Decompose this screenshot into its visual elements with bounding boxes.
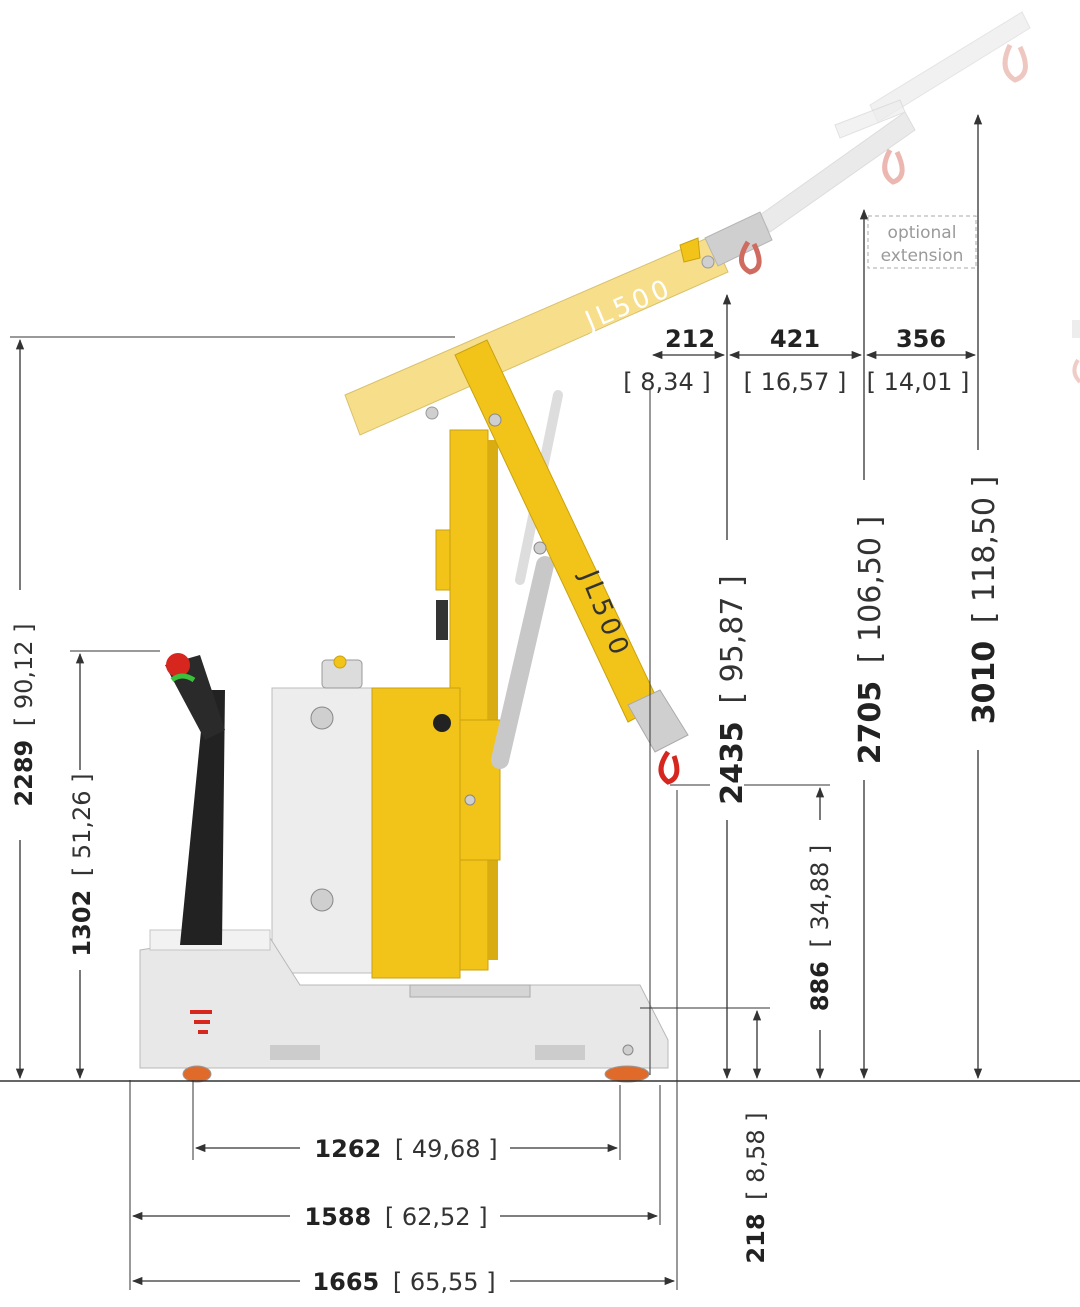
hook-height-low-mm: 886	[806, 961, 834, 1011]
label-wheelbase: 1262 [ 49,68 ]	[314, 1135, 497, 1163]
ext2-height-in: [ 118,50 ]	[967, 476, 1002, 623]
boom-raised: JL500	[344, 211, 773, 436]
label-base-height: 218 [ 8,58 ]	[742, 1112, 770, 1263]
label-hook-height-high: 2435 [ 95,87 ]	[715, 575, 750, 804]
overall-height-mm: 2289	[10, 740, 38, 807]
extension-note-line1: optional	[888, 223, 957, 243]
label-reach-421: 421 [ 16,57 ]	[744, 325, 847, 396]
svg-text:218 [ 8,58 ]: 218 [ 8,58 ]	[742, 1112, 770, 1263]
label-hook-height-low: 886 [ 34,88 ]	[806, 845, 834, 1011]
base-height-mm: 218	[742, 1213, 770, 1263]
label-overall-height: 2289 [ 90,12 ]	[10, 623, 38, 806]
svg-text:2289 [ 90,12 ]: 2289 [ 90,12 ]	[10, 623, 38, 806]
reach-356-mm: 356	[896, 325, 946, 353]
ext1-height-mm: 2705	[853, 681, 888, 765]
label-ext2-height: 3010 [ 118,50 ]	[967, 476, 1002, 725]
svg-text:3010 [ 118,50 ]: 3010 [ 118,50 ]	[967, 476, 1002, 725]
reach-421-in: [ 16,57 ]	[744, 368, 847, 396]
ext1-height-in: [ 106,50 ]	[853, 516, 888, 663]
wheelbase-in: [ 49,68 ]	[395, 1135, 498, 1163]
label-ext1-height: 2705 [ 106,50 ]	[853, 516, 888, 765]
reach-212-mm: 212	[665, 325, 715, 353]
label-base-length: 1588 [ 62,52 ]	[304, 1203, 487, 1231]
counterweight-body	[271, 655, 461, 979]
overall-length-in: [ 65,55 ]	[393, 1268, 496, 1296]
extension-note-line2: extension	[881, 246, 964, 266]
label-overall-length: 1665 [ 65,55 ]	[312, 1268, 495, 1296]
label-reach-356: 356 [ 14,01 ]	[867, 325, 970, 396]
overall-length-mm: 1665	[312, 1268, 379, 1296]
reach-356-in: [ 14,01 ]	[867, 368, 970, 396]
handle-height-in: [ 51,26 ]	[68, 773, 96, 876]
handle-height-mm: 1302	[68, 890, 96, 957]
base-length-mm: 1588	[304, 1203, 371, 1231]
base-length-in: [ 62,52 ]	[385, 1203, 488, 1231]
svg-text:1302 [ 51,26 ]: 1302 [ 51,26 ]	[68, 773, 96, 956]
dimension-arrows	[15, 113, 983, 1286]
base-height-in: [ 8,58 ]	[742, 1112, 770, 1199]
svg-text:2705 [ 106,50 ]: 2705 [ 106,50 ]	[853, 516, 888, 765]
svg-text:886 [ 34,88 ]: 886 [ 34,88 ]	[806, 845, 834, 1011]
reach-421-mm: 421	[770, 325, 820, 353]
overall-height-in: [ 90,12 ]	[10, 623, 38, 726]
optional-extension-note: optional extension	[867, 215, 977, 269]
ghost-extension-1	[759, 99, 916, 233]
svg-text:2435 [ 95,87 ]: 2435 [ 95,87 ]	[715, 575, 750, 804]
ghost-hook-right	[1072, 320, 1080, 384]
label-reach-212: 212 [ 8,34 ]	[623, 325, 715, 396]
hook-height-high-mm: 2435	[715, 721, 750, 805]
hook-height-high-in: [ 95,87 ]	[715, 575, 750, 703]
label-masks	[5, 450, 993, 1299]
hook-height-low-in: [ 34,88 ]	[806, 845, 834, 948]
label-handle-height: 1302 [ 51,26 ]	[68, 773, 96, 956]
ext2-height-mm: 3010	[967, 641, 1002, 725]
reach-212-in: [ 8,34 ]	[623, 368, 710, 396]
extension-lines	[10, 336, 830, 1290]
wheelbase-mm: 1262	[314, 1135, 381, 1163]
tiller-handle	[165, 653, 225, 945]
